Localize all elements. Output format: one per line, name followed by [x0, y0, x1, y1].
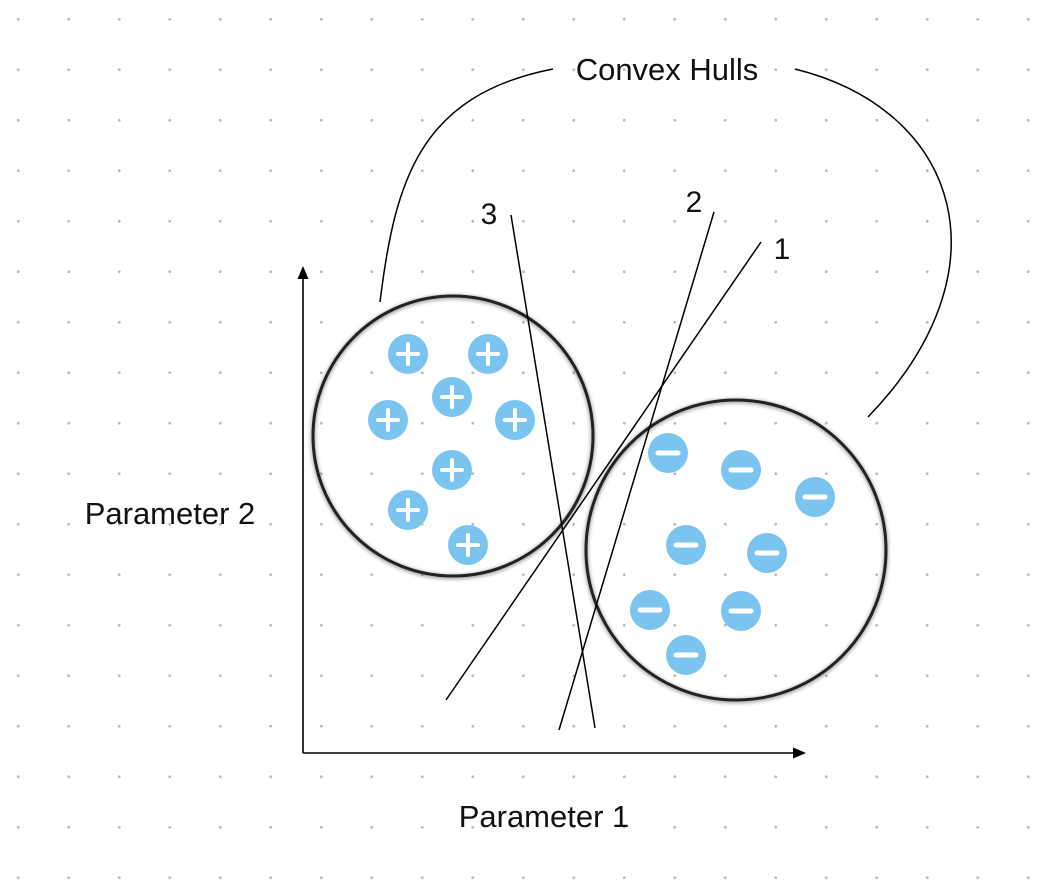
- x-axis-arrowhead: [793, 747, 806, 759]
- minus-circle-icon: [666, 525, 706, 565]
- minus-circle-icon: [630, 590, 670, 630]
- plus-circle-icon: [432, 450, 472, 490]
- right-callout-curve: [794, 68, 952, 418]
- plus-circle-icon: [368, 400, 408, 440]
- markers: [368, 334, 835, 675]
- minus-circle-icon: [795, 477, 835, 517]
- line-label-2: 2: [686, 186, 703, 219]
- y-axis-arrowhead: [297, 266, 309, 279]
- plus-circle-icon: [495, 400, 535, 440]
- minus-circle-icon: [721, 591, 761, 631]
- negative-hull: [584, 398, 888, 702]
- line-label-3: 3: [481, 198, 498, 231]
- separator-line-2: [558, 211, 715, 731]
- separator-line-1: [445, 241, 762, 701]
- plus-circle-icon: [468, 334, 508, 374]
- y-axis-label: Parameter 2: [85, 496, 256, 531]
- plus-circle-icon: [432, 377, 472, 417]
- diagram-title: Convex Hulls: [576, 52, 759, 87]
- minus-circle-icon: [666, 635, 706, 675]
- minus-circle-icon: [648, 433, 688, 473]
- plus-circle-icon: [388, 490, 428, 530]
- positive-hull: [311, 294, 595, 578]
- x-axis-label: Parameter 1: [459, 799, 630, 834]
- separator-line-3: [510, 214, 596, 729]
- plus-circle-icon: [448, 525, 488, 565]
- line-label-1: 1: [774, 233, 791, 266]
- axes: [297, 266, 806, 759]
- minus-circle-icon: [747, 533, 787, 573]
- minus-circle-icon: [721, 450, 761, 490]
- left-callout-curve: [379, 68, 554, 303]
- plus-circle-icon: [388, 334, 428, 374]
